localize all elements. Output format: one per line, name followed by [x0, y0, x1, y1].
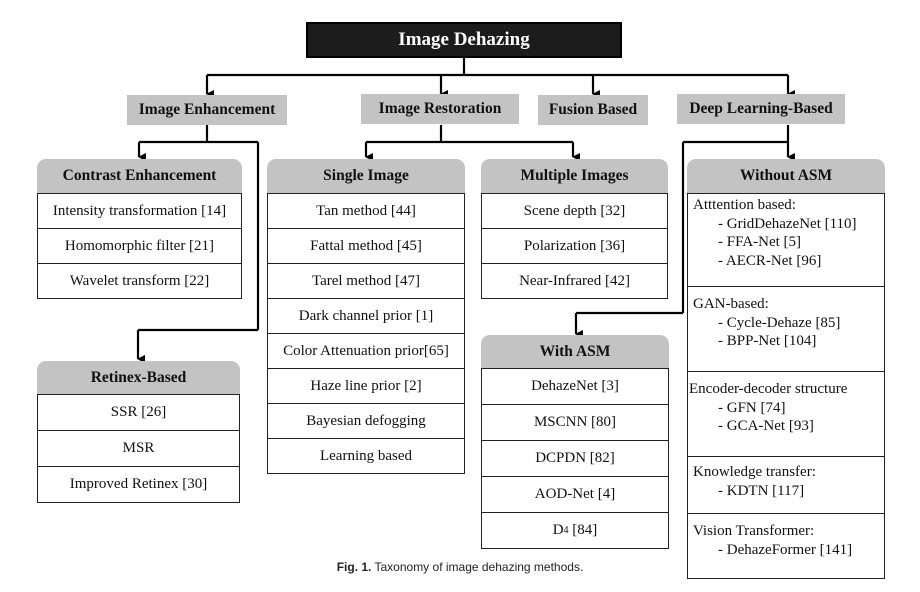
method-group-attention: Atttention based: - GridDehazeNet [110] … — [687, 193, 885, 287]
list-item: Wavelet transform [22] — [37, 264, 242, 299]
panel-title-text: Contrast Enhancement — [62, 167, 217, 184]
panel-title-text: Retinex-Based — [90, 368, 187, 386]
list-item: Scene depth [32] — [481, 193, 668, 229]
list-item: AOD-Net [4] — [481, 477, 669, 513]
root-label: Image Dehazing — [398, 29, 530, 50]
caption-figure-number: Fig. 1. — [336, 560, 372, 574]
list-item: MSCNN [80] — [481, 405, 669, 441]
category-fusion-based: Fusion Based — [538, 95, 648, 125]
panel-title: Without ASM — [687, 159, 885, 193]
group-item: - GCA-Net [93] — [718, 418, 814, 434]
panel-title: Single Image — [267, 159, 465, 193]
method-group-vision-transformer: Vision Transformer: - DehazeFormer [141] — [687, 514, 885, 579]
panel-title: With ASM — [481, 335, 669, 368]
list-item: Improved Retinex [30] — [37, 467, 240, 503]
list-item: Tarel method [47] — [267, 264, 465, 299]
caption-text: Taxonomy of image dehazing methods. — [371, 560, 584, 574]
panel-multiple-images: Multiple Images Scene depth [32] Polariz… — [481, 159, 668, 299]
list-item: MSR — [37, 431, 240, 467]
group-item: - AECR-Net [96] — [718, 252, 822, 269]
group-item: - DehazeFormer [141] — [718, 541, 853, 558]
list-item: Tan method [44] — [267, 193, 465, 229]
group-item: - KDTN [117] — [718, 482, 805, 499]
category-label: Deep Learning-Based — [689, 100, 833, 117]
method-group-knowledge-transfer: Knowledge transfer: - KDTN [117] — [687, 457, 885, 514]
group-item: - BPP-Net [104] — [718, 333, 817, 349]
panel-retinex-based: Retinex-Based SSR [26] MSR Improved Reti… — [37, 361, 240, 503]
list-item: Dark channel prior [1] — [267, 299, 465, 334]
group-label: Atttention based: — [693, 197, 796, 213]
d4-base: D — [552, 522, 564, 538]
list-item: DCPDN [82] — [481, 441, 669, 477]
list-item: Fattal method [45] — [267, 229, 465, 264]
list-item: Near-Infrared [42] — [481, 264, 668, 299]
category-deep-learning: Deep Learning-Based — [677, 94, 845, 124]
list-item: Bayesian defogging — [267, 404, 465, 439]
group-label: Encoder-decoder structure — [689, 381, 848, 397]
list-item: Homomorphic filter [21] — [37, 229, 242, 264]
category-image-restoration: Image Restoration — [361, 94, 519, 124]
group-label: Knowledge transfer: — [693, 464, 816, 480]
group-item: - GridDehazeNet [110] — [718, 215, 857, 232]
list-item: Polarization [36] — [481, 229, 668, 264]
panel-title: Retinex-Based — [37, 361, 240, 394]
list-item: Learning based — [267, 439, 465, 474]
list-item: Haze line prior [2] — [267, 369, 465, 404]
panel-title: Multiple Images — [481, 159, 668, 193]
group-item: - FFA-Net [5] — [718, 234, 802, 250]
method-group-encoder-decoder: Encoder-decoder structure - GFN [74] - G… — [687, 372, 885, 457]
panel-contrast-enhancement: Contrast Enhancement Intensity transform… — [37, 159, 242, 299]
list-item: Intensity transformation [14] — [37, 193, 242, 229]
method-group-gan: GAN-based: - Cycle-Dehaze [85] - BPP-Net… — [687, 287, 885, 372]
category-image-enhancement: Image Enhancement — [127, 95, 287, 125]
panel-title: Contrast Enhancement — [37, 159, 242, 193]
category-label: Fusion Based — [548, 101, 638, 118]
list-item: DehazeNet [3] — [481, 368, 669, 405]
panel-title-text: Without ASM — [739, 167, 833, 184]
panel-with-asm: With ASM DehazeNet [3] MSCNN [80] DCPDN … — [481, 335, 669, 549]
group-item: - Cycle-Dehaze [85] — [718, 314, 841, 331]
root-node: Image Dehazing — [306, 22, 622, 58]
figure-caption: Fig. 1. Taxonomy of image dehazing metho… — [0, 560, 920, 574]
group-label: Vision Transformer: — [693, 523, 815, 539]
d4-citation: [84] — [568, 522, 598, 538]
d4-superscript: 4 — [563, 525, 569, 536]
list-item: Color Attenuation prior[65] — [267, 334, 465, 369]
panel-title-text: Single Image — [323, 167, 409, 184]
panel-without-asm: Without ASM Atttention based: - GridDeha… — [687, 159, 885, 579]
category-label: Image Restoration — [378, 100, 502, 117]
category-label: Image Enhancement — [138, 101, 276, 118]
panel-title-text: Multiple Images — [520, 167, 629, 184]
group-item: - GFN [74] — [718, 399, 786, 416]
panel-single-image: Single Image Tan method [44] Fattal meth… — [267, 159, 465, 474]
list-item: SSR [26] — [37, 394, 240, 431]
group-label: GAN-based: — [693, 296, 769, 312]
panel-title-text: With ASM — [539, 342, 611, 360]
